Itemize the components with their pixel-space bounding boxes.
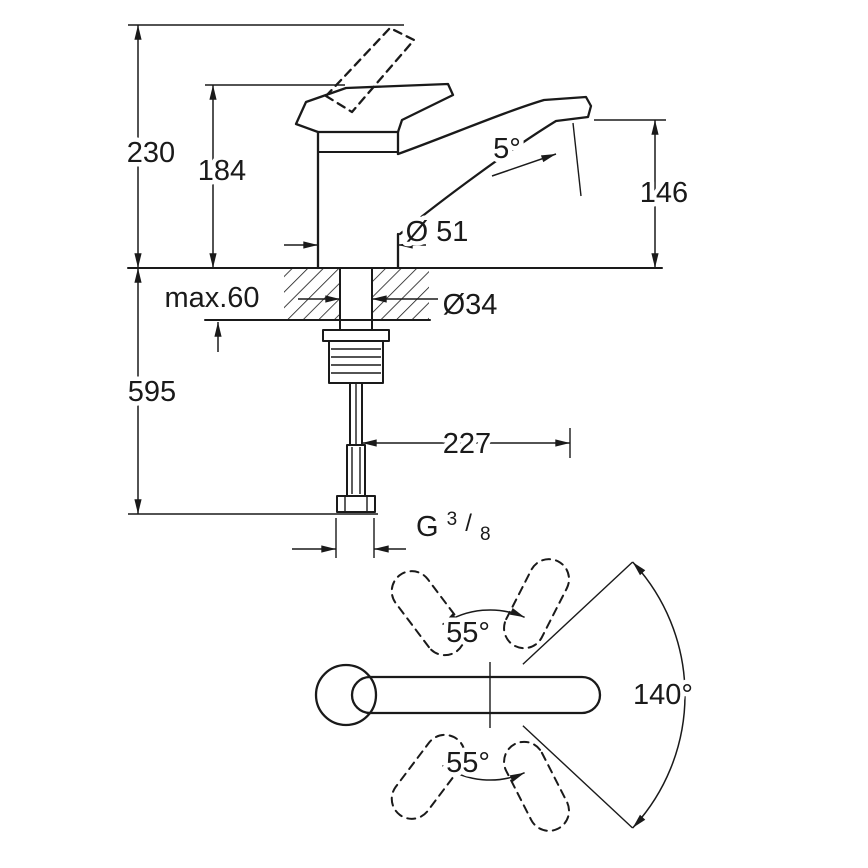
dim-outlet-height: 146 <box>594 119 693 269</box>
dim-overall-height-label: 230 <box>127 137 175 169</box>
spout-top <box>350 675 602 715</box>
dim-total-height-with-supply-label: 595 <box>128 376 176 408</box>
angle-arrow-5deg <box>491 153 557 177</box>
dim-total-height-with-supply: 595 <box>123 267 378 515</box>
dim-body-diameter: Ø 51 <box>284 212 473 253</box>
dim-spout-angle: 5° <box>489 129 557 177</box>
dim-connection-thread-label: G 3 / 8 <box>416 500 491 545</box>
mounting-nut <box>328 340 384 384</box>
arc-55-upper <box>442 608 525 626</box>
swivel-position-upper-right <box>503 558 571 650</box>
dim-max-mounting-thickness: max.60 <box>160 278 264 352</box>
side-view: 230 184 146 5° Ø 51 max.60 <box>122 24 693 558</box>
hose-connector <box>336 495 376 513</box>
flex-hose <box>346 444 366 497</box>
faucet-outline <box>294 26 593 270</box>
counter-hatch-right <box>373 269 429 319</box>
swivel-position-upper-left <box>390 570 466 657</box>
dim-spout-reach: 227 <box>361 424 571 465</box>
spout-outline <box>396 95 593 236</box>
dim-spout-reach-label: 227 <box>443 428 491 460</box>
dim-overall-height: 230 <box>122 24 404 269</box>
swivel-boundary-lower <box>522 725 634 829</box>
dim-connection-thread: G 3 / 8 <box>292 500 495 558</box>
swivel-boundary-upper <box>522 561 634 665</box>
counter-hatch-left <box>284 269 339 319</box>
arc-55-lower <box>442 764 525 782</box>
dim-swivel-upper-label: 55° <box>446 617 490 649</box>
dim-spout-angle-label: 5° <box>493 133 521 165</box>
dim-swivel-total: 140° <box>522 561 697 829</box>
dim-outlet-height-label: 146 <box>640 177 688 209</box>
swivel-position-lower-right <box>503 740 571 832</box>
arc-140 <box>632 561 686 829</box>
top-view: 55° 55° 140° <box>314 558 697 832</box>
dim-body-diameter-label: Ø 51 <box>406 216 469 248</box>
handle-knob-top <box>314 663 378 727</box>
dim-swivel-upper: 55° <box>442 608 525 654</box>
dim-shank-diameter-label: Ø34 <box>443 289 498 321</box>
dim-swivel-total-label: 140° <box>633 679 693 711</box>
dim-swivel-lower: 55° <box>442 743 525 784</box>
swivel-positions <box>390 558 571 832</box>
faucet-top-outline <box>314 662 602 728</box>
dim-swivel-lower-label: 55° <box>446 747 490 779</box>
water-stream-line <box>572 122 582 197</box>
lever-raised-dashed-outline <box>324 26 416 114</box>
dim-body-height-label: 184 <box>198 155 246 187</box>
lever-handle-outline <box>294 82 455 134</box>
counter-cross-section <box>127 267 663 321</box>
dim-max-mounting-thickness-label: max.60 <box>164 282 259 314</box>
swivel-position-lower-left <box>390 733 466 820</box>
dim-shank-diameter: Ø34 <box>298 285 502 326</box>
mounting-washer <box>322 329 390 342</box>
dim-body-height: 184 <box>193 84 345 269</box>
